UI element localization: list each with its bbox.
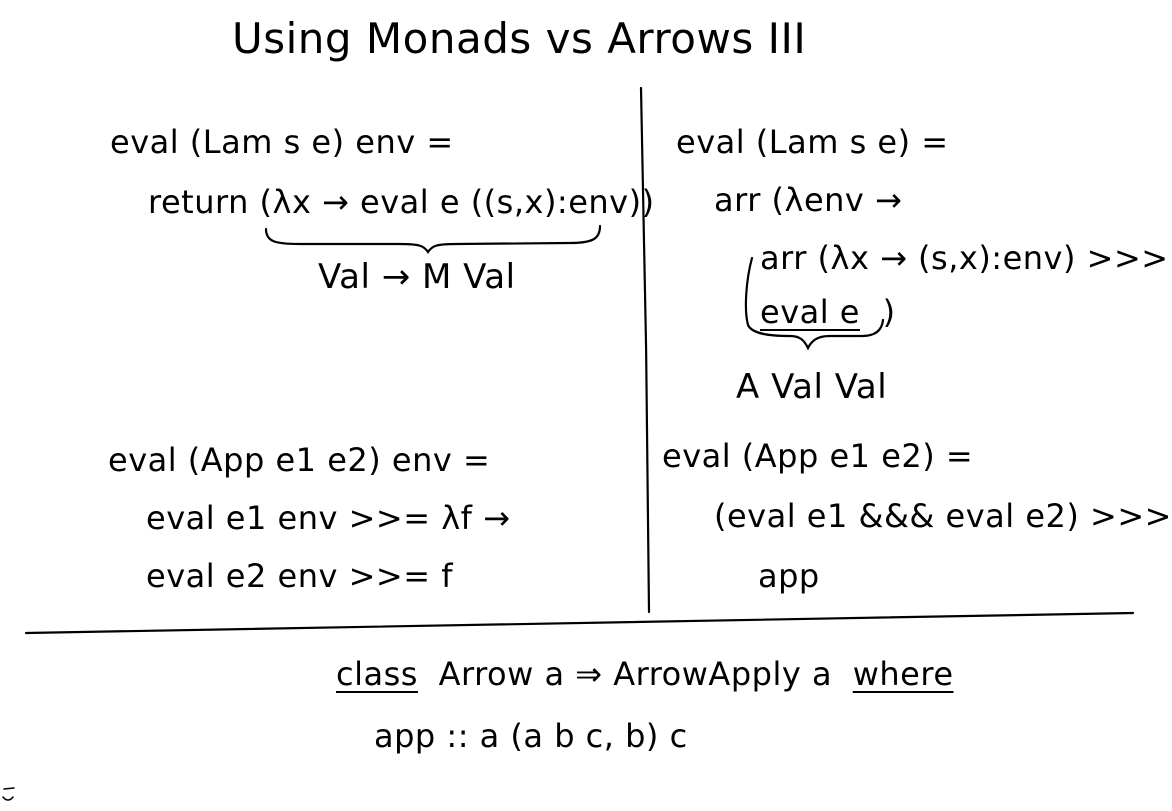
right-lam-line-4: eval e ) [760,296,896,328]
right-lam-annotation: A Val Val [736,367,888,407]
class-heads: Arrow a ⇒ ArrowApply a [438,655,833,693]
vertical-divider [639,86,651,614]
where-keyword: where [852,655,954,693]
right-bracket [744,256,885,351]
horizontal-divider [24,611,1135,635]
app-signature: app :: a (a b c, b) c [374,717,688,755]
right-lam-line-1: eval (Lam s e) = [676,123,949,161]
right-app-line-2: (eval e1 &&& eval e2) >>> [714,497,1172,535]
left-lam-line-2: return (λx → eval e ((s,x):env)) [148,183,655,221]
class-declaration: class Arrow a ⇒ ArrowApply a where [336,658,954,690]
left-app-line-3: eval e2 env >>= f [146,557,453,595]
left-underbrace [264,224,602,254]
right-app-line-1: eval (App e1 e2) = [662,437,974,475]
right-lam-line-3: arr (λx → (s,x):env) >>> [760,239,1169,277]
left-app-line-1: eval (App e1 e2) env = [108,441,491,479]
right-app-line-3: app [758,557,820,595]
stray-mark [2,787,15,801]
left-lam-line-1: eval (Lam s e) env = [110,123,454,161]
eval-e-underlined: eval e [760,293,860,331]
left-lam-annotation: Val → M Val [318,257,516,297]
left-app-line-2: eval e1 env >>= λf → [146,499,511,537]
class-keyword: class [336,655,418,693]
closing-paren: ) [882,293,896,331]
page-title: Using Monads vs Arrows III [232,14,807,63]
right-lam-line-2: arr (λenv → [714,181,903,219]
